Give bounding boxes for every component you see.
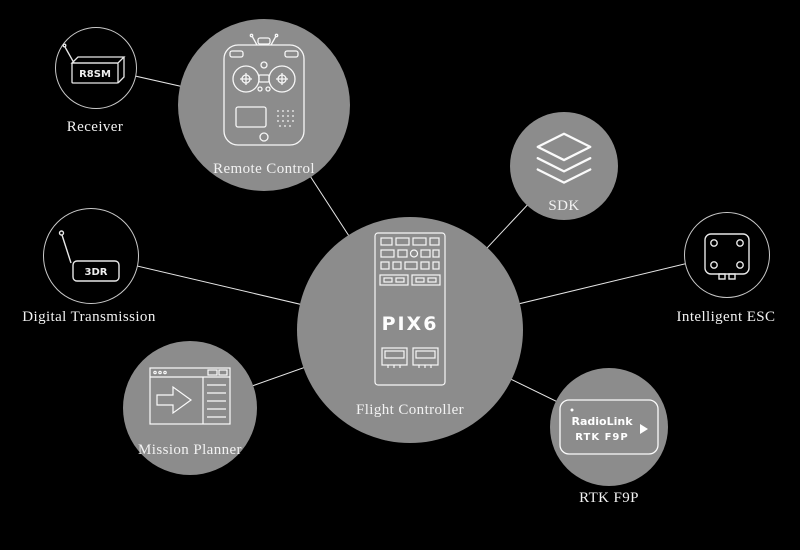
- flight-controller-icon: PIX6: [374, 232, 446, 386]
- mission-planner-icon: [149, 367, 231, 425]
- mission-planner-label: Mission Planner: [138, 442, 242, 458]
- rtk-device-model-text: RTK F9P: [575, 432, 628, 443]
- intelligent-esc-label: Intelligent ESC: [676, 309, 776, 325]
- sdk-layers-icon: [536, 132, 592, 184]
- flight-controller-label: Flight Controller: [355, 402, 465, 418]
- remote-control-label: Remote Control: [213, 161, 315, 177]
- digital-transmission-label: Digital Transmission: [22, 309, 156, 325]
- node-rtk-f9p-circle: RadioLink RTK F9P: [550, 368, 668, 486]
- node-mission-planner-circle: [123, 341, 257, 475]
- flight-controller-device-text: PIX6: [382, 313, 439, 335]
- rtk-f9p-icon: RadioLink RTK F9P: [559, 399, 659, 455]
- remote-control-icon: [223, 33, 305, 146]
- sdk-label: SDK: [548, 198, 580, 214]
- receiver-device-text: R8SM: [79, 69, 111, 80]
- node-sdk-circle: [510, 112, 618, 220]
- digital-transmission-device-text: 3DR: [85, 267, 108, 278]
- receiver-icon: R8SM: [62, 43, 126, 84]
- node-flight-controller-circle: PIX6: [297, 217, 523, 443]
- node-digital-transmission-circle: 3DR: [43, 208, 139, 304]
- rtk-device-brand-text: RadioLink: [571, 415, 633, 428]
- node-intelligent-esc-circle: [684, 212, 770, 298]
- digital-transmission-icon: 3DR: [58, 230, 120, 282]
- rtk-f9p-label: RTK F9P: [579, 490, 639, 506]
- node-remote-control-circle: [178, 19, 350, 191]
- node-receiver-circle: R8SM: [55, 27, 137, 109]
- receiver-label: Receiver: [66, 119, 124, 135]
- intelligent-esc-icon: [704, 233, 750, 280]
